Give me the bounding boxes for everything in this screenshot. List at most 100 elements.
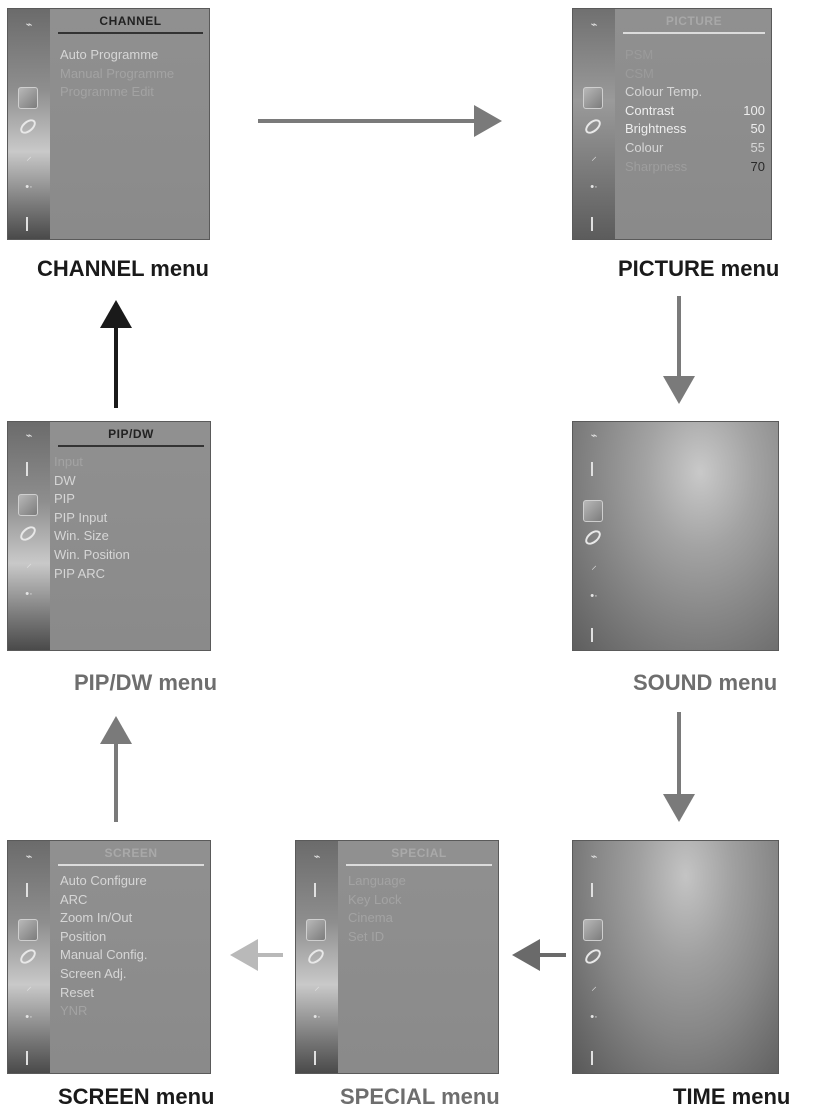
menu-item-reset[interactable]: Reset bbox=[60, 984, 94, 1000]
time-icon: ⸝ bbox=[591, 981, 597, 993]
special-icon: •· bbox=[25, 588, 33, 600]
picture-menu-caption: PICTURE menu bbox=[618, 256, 780, 281]
menu-item-dw[interactable]: DW bbox=[54, 472, 76, 488]
menu-item-win-position[interactable]: Win. Position bbox=[54, 546, 130, 562]
item-value: 50 bbox=[750, 121, 765, 137]
sound-level-icon bbox=[26, 462, 28, 476]
menu-item-ynr[interactable]: YNR bbox=[60, 1003, 88, 1019]
menu-item-pip-arc[interactable]: PIP ARC bbox=[54, 565, 106, 581]
menu-item-input[interactable]: Input bbox=[54, 454, 83, 469]
channel-icon: ⌁ bbox=[25, 19, 33, 31]
menu-item-brightness[interactable]: Brightness 50 bbox=[625, 121, 767, 140]
channel-icon: ⌁ bbox=[590, 19, 598, 31]
menu-icon-rail: ⌁ ⸝ •· bbox=[8, 9, 50, 239]
picture-icon bbox=[583, 919, 603, 941]
menu-item-psm[interactable]: PSM bbox=[625, 47, 767, 66]
time-menu-screen: ⌁ ⸝ •· bbox=[572, 840, 779, 1074]
menu-item-set-id[interactable]: Set ID bbox=[348, 928, 385, 944]
sound-level-icon bbox=[591, 883, 593, 897]
time-icon: ⸝ bbox=[26, 558, 32, 570]
menu-item-position[interactable]: Position bbox=[60, 928, 107, 944]
special-icon: •· bbox=[590, 590, 598, 602]
menu-item-colour-temp[interactable]: Colour Temp. bbox=[625, 84, 767, 103]
channel-icon: ⌁ bbox=[313, 851, 321, 863]
pipdw-menu-screen: ⌁ ⸝ •· PIP/DW Input DW PIP PIP Input Win… bbox=[7, 421, 211, 651]
pipdw-menu-caption: PIP/DW menu bbox=[74, 670, 218, 695]
screen-menu-caption: SCREEN menu bbox=[58, 1084, 215, 1109]
menu-icon-rail: ⌁ ⸝ •· bbox=[573, 841, 615, 1073]
sound-menu-screen: ⌁ ⸝ •· bbox=[572, 421, 779, 651]
item-value: 70 bbox=[750, 158, 765, 174]
item-label: Sharpness bbox=[625, 158, 688, 174]
menu-icon-rail: ⌁ ⸝ •· bbox=[8, 422, 50, 650]
time-icon: ⸝ bbox=[591, 560, 597, 572]
picture-menu-screen: ⌁ ⸝ •· PICTURE PSM CSM Colour Temp. Cont… bbox=[572, 8, 772, 240]
menu-item-sharpness[interactable]: Sharpness 70 bbox=[625, 159, 767, 178]
menu-item-language[interactable]: Language bbox=[348, 873, 406, 888]
menu-item-arc[interactable]: ARC bbox=[60, 891, 88, 907]
special-icon: •· bbox=[25, 181, 33, 193]
channel-icon: ⌁ bbox=[25, 851, 33, 863]
time-icon: ⸝ bbox=[314, 981, 320, 993]
screen-icon bbox=[314, 1051, 316, 1065]
screen-menu-title: SCREEN bbox=[58, 846, 204, 866]
screen-icon bbox=[591, 217, 593, 231]
menu-icon-rail: ⌁ ⸝ •· bbox=[8, 841, 50, 1073]
channel-icon: ⌁ bbox=[25, 430, 33, 442]
menu-item-contrast[interactable]: Contrast 100 bbox=[625, 103, 767, 122]
screen-menu-screen: ⌁ ⸝ •· SCREEN Auto Configure ARC Zoom In… bbox=[7, 840, 211, 1074]
sound-level-icon bbox=[591, 462, 593, 476]
menu-icon-rail: ⌁ ⸝ •· bbox=[296, 841, 338, 1073]
special-menu-title: SPECIAL bbox=[346, 846, 492, 866]
channel-menu-screen: ⌁ ⸝ •· CHANNEL Auto Programme Manual Pro… bbox=[7, 8, 210, 240]
menu-icon-rail: ⌁ ⸝ •· bbox=[573, 9, 615, 239]
time-icon: ⸝ bbox=[26, 151, 32, 163]
channel-icon: ⌁ bbox=[590, 851, 598, 863]
menu-item-cinema[interactable]: Cinema bbox=[348, 910, 393, 926]
menu-item-screen-adj[interactable]: Screen Adj. bbox=[60, 965, 127, 981]
sound-level-icon bbox=[314, 883, 316, 897]
menu-item-key-lock[interactable]: Key Lock bbox=[348, 891, 402, 907]
item-label: Brightness bbox=[625, 121, 687, 137]
item-label: Colour bbox=[625, 139, 664, 155]
menu-item-pip[interactable]: PIP bbox=[54, 491, 75, 507]
time-icon: ⸝ bbox=[26, 981, 32, 993]
item-value: 100 bbox=[743, 102, 765, 118]
menu-item-manual-programme[interactable]: Manual Programme bbox=[60, 65, 175, 81]
channel-menu-title: CHANNEL bbox=[58, 14, 203, 34]
special-icon: •· bbox=[590, 181, 598, 193]
item-label: Contrast bbox=[625, 102, 675, 118]
menu-item-colour[interactable]: Colour 55 bbox=[625, 140, 767, 159]
time-menu-caption: TIME menu bbox=[673, 1084, 791, 1109]
item-label: PSM bbox=[625, 47, 654, 62]
picture-icon bbox=[18, 919, 38, 941]
picture-icon bbox=[583, 87, 603, 109]
special-menu-screen: ⌁ ⸝ •· SPECIAL Language Key Lock Cinema … bbox=[295, 840, 499, 1074]
menu-item-csm[interactable]: CSM bbox=[625, 66, 767, 85]
item-value: 55 bbox=[750, 139, 765, 155]
menu-item-auto-programme[interactable]: Auto Programme bbox=[60, 47, 159, 62]
menu-item-win-size[interactable]: Win. Size bbox=[54, 528, 109, 544]
picture-icon bbox=[18, 494, 38, 516]
screen-icon bbox=[591, 628, 593, 642]
time-icon: ⸝ bbox=[591, 151, 597, 163]
channel-icon: ⌁ bbox=[590, 430, 598, 442]
picture-icon bbox=[306, 919, 326, 941]
menu-item-programme-edit[interactable]: Programme Edit bbox=[60, 84, 154, 100]
picture-icon bbox=[18, 87, 38, 109]
picture-icon bbox=[583, 500, 603, 522]
menu-icon-rail: ⌁ ⸝ •· bbox=[573, 422, 615, 650]
menu-item-auto-configure[interactable]: Auto Configure bbox=[60, 873, 147, 888]
special-icon: •· bbox=[313, 1011, 321, 1023]
screen-icon bbox=[591, 1051, 593, 1065]
screen-icon bbox=[26, 1051, 28, 1065]
item-label: CSM bbox=[625, 65, 654, 81]
pipdw-menu-title: PIP/DW bbox=[58, 427, 204, 447]
menu-item-pip-input[interactable]: PIP Input bbox=[54, 509, 108, 525]
screen-icon bbox=[26, 217, 28, 231]
menu-item-zoom-in-out[interactable]: Zoom In/Out bbox=[60, 910, 133, 926]
channel-menu-caption: CHANNEL menu bbox=[37, 256, 209, 281]
special-icon: •· bbox=[25, 1011, 33, 1023]
menu-item-manual-config[interactable]: Manual Config. bbox=[60, 947, 148, 963]
